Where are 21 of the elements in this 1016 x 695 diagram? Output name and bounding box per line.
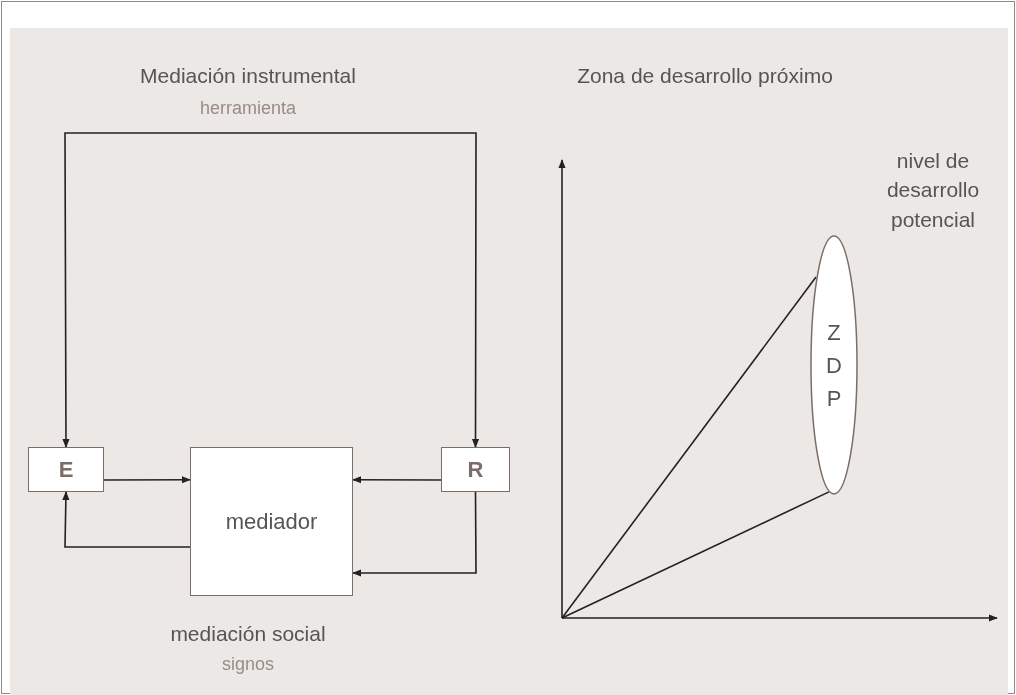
box-letter: E (58, 456, 74, 483)
e-box (28, 447, 104, 492)
ellipse-letters: Z D P (825, 318, 843, 413)
edge-label: herramienta (200, 98, 296, 119)
arrow (352, 491, 477, 577)
arrow (352, 476, 442, 484)
node-caption: nivel de desarrollo potencial (885, 148, 981, 233)
arrow (62, 132, 480, 448)
arrow (62, 491, 191, 548)
caption-text: mediación social (170, 622, 326, 646)
zdp-ellipse (810, 235, 858, 495)
box-text: mediador (225, 508, 318, 535)
box-letter: R (467, 456, 484, 483)
line (561, 491, 830, 619)
caption-text: signos (222, 654, 274, 675)
mediator-box (190, 447, 353, 596)
section-heading: Zona de desarrollo próximo (577, 64, 833, 88)
line (561, 276, 817, 619)
section-heading: Mediación instrumental (140, 64, 356, 88)
arrow (103, 476, 191, 484)
r-box (441, 447, 510, 492)
